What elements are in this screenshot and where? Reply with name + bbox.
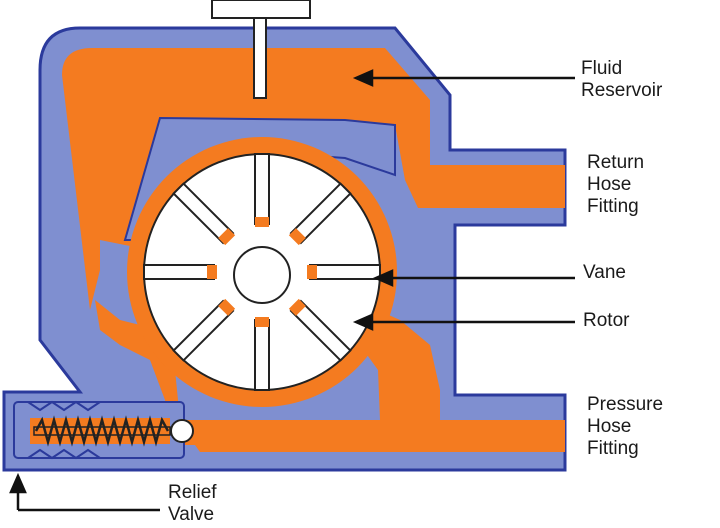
label-fluid-reservoir-line1: Fluid xyxy=(581,58,623,79)
vane xyxy=(254,153,270,227)
vane xyxy=(254,317,270,391)
relief-valve-seals xyxy=(27,400,101,460)
vane xyxy=(172,182,236,246)
label-fluid-reservoir-line2: Reservoir xyxy=(581,80,663,101)
leader-lines xyxy=(9,69,575,512)
relief-valve-ball xyxy=(170,419,194,443)
dipstick xyxy=(253,17,267,99)
label-return-hose-fitting: Return Hose Fitting xyxy=(587,152,644,218)
vane xyxy=(143,264,217,280)
vane xyxy=(288,298,352,362)
rotor-hub xyxy=(233,246,291,304)
label-relief-line1: Relief xyxy=(168,482,217,503)
label-pressure-hose-fitting: Pressure Hose Fitting xyxy=(587,394,663,460)
label-return-line2: Hose xyxy=(587,174,632,195)
vane-group xyxy=(143,153,381,391)
label-rotor: Rotor xyxy=(583,310,629,332)
label-pressure-line1: Pressure xyxy=(587,394,664,415)
label-return-line3: Fitting xyxy=(587,196,639,217)
vane xyxy=(307,264,381,280)
fluid-reservoir xyxy=(62,48,565,310)
label-vane-text: Vane xyxy=(583,262,626,283)
label-fluid-reservoir: Fluid Reservoir xyxy=(581,58,662,102)
vane xyxy=(172,298,236,362)
filler-cap xyxy=(211,0,311,19)
label-rotor-text: Rotor xyxy=(583,310,630,331)
label-vane: Vane xyxy=(583,262,626,284)
label-relief-valve: Relief Valve xyxy=(168,482,217,526)
vane xyxy=(288,182,352,246)
label-pressure-line2: Hose xyxy=(587,416,632,437)
label-return-line1: Return xyxy=(587,152,645,173)
label-pressure-line3: Fitting xyxy=(587,438,639,459)
pressure-passage xyxy=(95,300,565,452)
label-relief-line2: Valve xyxy=(168,504,215,525)
